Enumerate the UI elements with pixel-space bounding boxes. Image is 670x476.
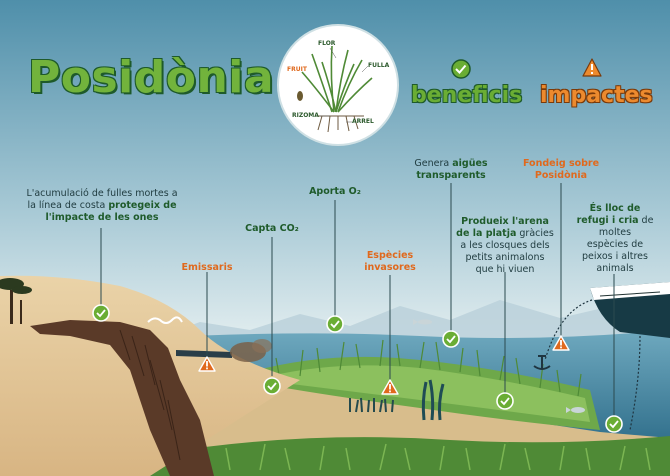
plant-diagram bbox=[277, 24, 399, 146]
warning-triangle-icon bbox=[552, 335, 570, 351]
callout-refuge-rest5: animals bbox=[596, 263, 634, 274]
callout-anchoring-line1: Fondeig sobre bbox=[522, 158, 600, 169]
callout-o2: Aporta O₂ bbox=[309, 186, 361, 197]
invasive-algae bbox=[349, 397, 394, 413]
dead-leaves-texture bbox=[119, 329, 181, 461]
trees bbox=[0, 278, 32, 324]
callout-beach-sand-rest3: petits animalons bbox=[465, 252, 545, 263]
emissary-pipe bbox=[176, 339, 272, 362]
callout-invasive-line1: Espècies bbox=[366, 250, 414, 261]
callout-clear-water-bold1: aigües bbox=[452, 158, 488, 169]
callout-emissaries: Emissaris bbox=[181, 262, 233, 273]
callout-beach-sand: Produeix l'arena de la platja gràcies a … bbox=[456, 216, 554, 276]
legend-benefits-label: beneficis bbox=[411, 83, 523, 108]
legend-warning-icon bbox=[582, 58, 602, 77]
callout-dead-leaves-bold: protegeix de l'impacte de les ones bbox=[45, 200, 177, 223]
callout-anchoring-line2: Posidònia bbox=[534, 170, 588, 181]
plant-label-flower: FLOR bbox=[318, 40, 336, 47]
warning-triangle-icon bbox=[381, 379, 399, 395]
page-title: Posidònia bbox=[28, 52, 275, 103]
warning-triangle-icon bbox=[198, 356, 216, 372]
callout-co2: Capta CO₂ bbox=[245, 223, 299, 234]
callout-refuge-bold1: És lloc de bbox=[589, 203, 641, 214]
plant-label-leaf: FULLA bbox=[368, 62, 390, 69]
fish bbox=[413, 319, 585, 413]
check-circle-icon bbox=[496, 392, 514, 410]
anchor-chain bbox=[544, 299, 641, 431]
callout-beach-sand-bold2: de la platja bbox=[456, 228, 517, 239]
callout-dead-leaves: L'acumulació de fulles mortes a la línea… bbox=[22, 188, 182, 224]
callout-refuge-rest1: de bbox=[638, 215, 654, 226]
callout-clear-water: Genera aigües transparents bbox=[410, 158, 492, 182]
callout-beach-sand-rest1: gràcies bbox=[516, 228, 554, 239]
callout-refuge-rest4: peixos i altres bbox=[582, 251, 648, 262]
legend-impacts-label: impactes bbox=[540, 83, 653, 108]
plant-label-rhizome: RIZOMA bbox=[292, 112, 319, 119]
wave bbox=[147, 316, 183, 324]
anchor bbox=[533, 355, 551, 370]
dead-leaves-bank bbox=[30, 320, 214, 476]
callout-beach-sand-rest4: que hi viuen bbox=[475, 264, 535, 275]
legend-check-icon bbox=[451, 59, 471, 79]
plant-label-root: ARREL bbox=[352, 118, 374, 125]
check-circle-icon bbox=[442, 330, 460, 348]
check-circle-icon bbox=[605, 415, 623, 433]
callout-invasive: Espècies invasores bbox=[350, 250, 430, 274]
callout-refuge-rest2: moltes bbox=[598, 227, 632, 238]
callout-dead-leaves-text: L'acumulació de fulles mortes a la línea… bbox=[26, 188, 178, 211]
plant-label-fruit: FRUIT bbox=[287, 66, 307, 73]
callout-refuge-rest3: espècies de bbox=[586, 239, 644, 250]
callout-beach-sand-rest2: a les closques dels bbox=[460, 240, 550, 251]
check-circle-icon bbox=[263, 377, 281, 395]
callout-invasive-line2: invasores bbox=[364, 262, 416, 273]
callout-clear-water-pre: Genera bbox=[414, 158, 453, 169]
callout-refuge: És lloc de refugi i cria de moltes espèc… bbox=[574, 203, 656, 275]
check-circle-icon bbox=[326, 315, 344, 333]
tall-algae bbox=[421, 379, 445, 421]
boat bbox=[590, 282, 670, 338]
callout-beach-sand-bold1: Produeix l'arena bbox=[461, 216, 549, 227]
callout-anchoring: Fondeig sobre Posidònia bbox=[520, 158, 602, 182]
check-circle-icon bbox=[92, 304, 110, 322]
callout-clear-water-bold2: transparents bbox=[416, 170, 486, 181]
callout-refuge-bold2: refugi i cria bbox=[576, 215, 639, 226]
leader-lines bbox=[100, 183, 615, 416]
